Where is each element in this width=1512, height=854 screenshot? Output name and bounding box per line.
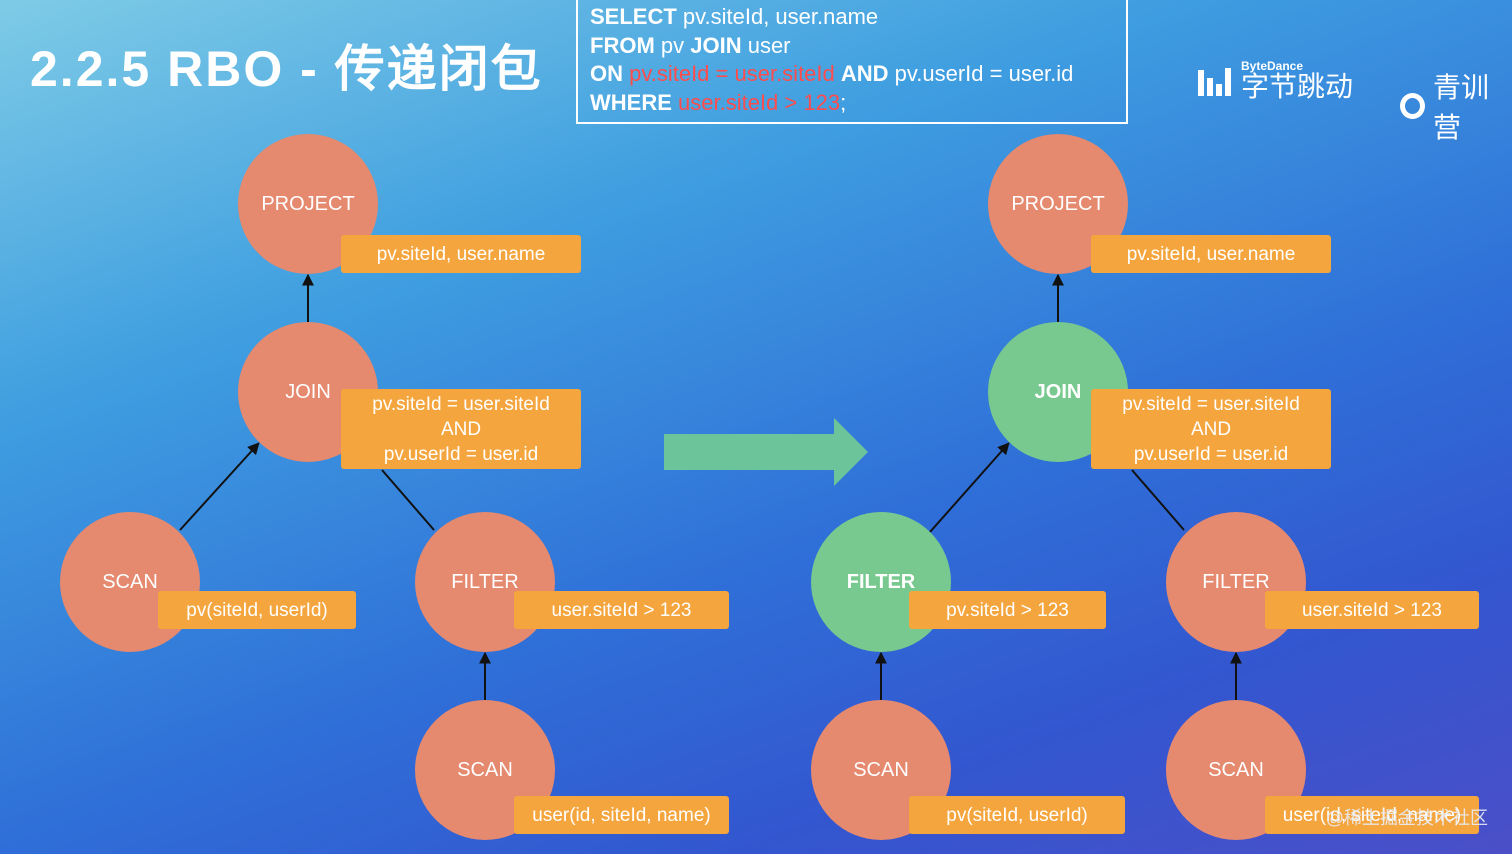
left-scan-user-tag: user(id, siteId, name) [514,796,729,834]
transform-arrow-icon [664,418,868,486]
left-scan-pv-node: SCAN [60,512,200,652]
sql-line-select: SELECT pv.siteId, user.name [590,4,879,29]
left-join-tag: pv.siteId = user.siteId AND pv.userId = … [341,389,581,469]
bytedance-logo: ByteDance 字节跳动 [1198,58,1353,104]
sql-line-on: ON pv.siteId = user.siteId AND pv.userId… [590,61,1074,86]
edge-left-join-filter [381,469,435,531]
right-scan-user-tag: user(id, siteId, name) [1265,796,1479,834]
right-scan-user-node: SCAN [1166,700,1306,840]
right-filter-pv-node: FILTER [811,512,951,652]
left-scan-pv-tag: pv(siteId, userId) [158,591,356,629]
left-filter-node: FILTER [415,512,555,652]
sql-line-where: WHERE user.siteId > 123; [590,89,847,115]
sql-line-from: FROM pv JOIN user [590,32,791,58]
left-filter-tag: user.siteId > 123 [514,591,729,629]
right-filter-user-tag: user.siteId > 123 [1265,591,1479,629]
edge-right-join-filter [1131,469,1185,531]
right-project-tag: pv.siteId, user.name [1091,235,1331,273]
left-project-tag: pv.siteId, user.name [341,235,581,273]
right-filter-user-node: FILTER [1166,512,1306,652]
watermark: @稀土掘金技术社区 [1325,808,1488,828]
sql-query-box: SELECT pv.siteId, user.name FROM pv JOIN… [576,0,1128,124]
edge-right-filter-join [929,442,1010,533]
right-join-tag: pv.siteId = user.siteId AND pv.userId = … [1091,389,1331,469]
page-title: 2.2.5 RBO - 传递闭包 [30,41,543,97]
qingxun-logo: 青训营 [1400,66,1512,146]
qingxun-icon [1400,93,1426,119]
right-filter-pv-tag: pv.siteId > 123 [909,591,1106,629]
right-scan-pv-tag: pv(siteId, userId) [909,796,1125,834]
edge-left-scan-join [179,442,260,531]
bytedance-bars-icon [1198,66,1231,96]
